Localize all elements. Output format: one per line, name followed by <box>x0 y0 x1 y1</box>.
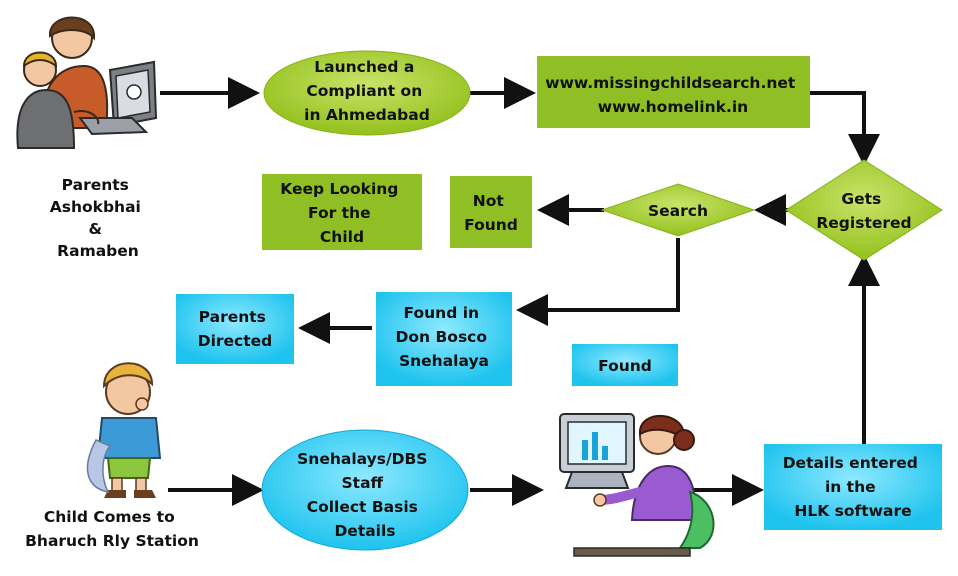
node-staff-line: Staff <box>342 474 384 492</box>
node-hlk: Details entered in the HLK software <box>764 444 942 530</box>
node-parents-directed: Parents Directed <box>176 294 294 364</box>
node-parents-directed-line: Directed <box>198 332 273 350</box>
svg-text:Parents Directed: Parents Directed <box>198 308 273 350</box>
node-hlk-line: Details entered <box>783 454 918 472</box>
svg-text:www.missingchildsearch.net: www.missingchildsearch.net www.homelink.… <box>545 74 800 116</box>
crying-child-icon <box>86 362 162 498</box>
woman-at-computer-icon <box>559 413 715 557</box>
node-search-line: Search <box>648 202 708 220</box>
arrow-websites-to-registered <box>810 91 880 166</box>
svg-text:Keep Looking For the: Keep Looking For the Child <box>280 180 404 246</box>
child-caption-line: Bharuch Rly Station <box>25 532 199 550</box>
node-not-found-line: Not <box>473 192 505 210</box>
node-websites-line: www.missingchildsearch.net <box>545 74 796 92</box>
svg-text:Found: Found <box>598 357 652 375</box>
node-complaint-line: Compliant on <box>306 82 422 100</box>
node-keep-looking: Keep Looking For the Child <box>262 174 422 250</box>
svg-text:Found in Don Bosco: Found in Don Bosco Snehalaya <box>396 304 493 370</box>
node-registered-line: Gets <box>841 190 881 208</box>
child-caption: Child Comes to Bharuch Rly Station <box>25 508 199 550</box>
parents-caption: Parents Ashokbhai & Ramaben <box>50 176 147 260</box>
node-staff: Snehalays/DBS Staff Collect Basis Detail… <box>261 429 469 551</box>
node-found-dbs-line: Found in <box>404 304 480 322</box>
node-keep-looking-line: Keep Looking <box>280 180 398 198</box>
svg-text:Not Found: Not Found <box>464 192 518 234</box>
parents-caption-line: Parents <box>62 176 129 194</box>
node-parents-directed-line: Parents <box>199 308 266 326</box>
node-websites: www.missingchildsearch.net www.homelink.… <box>537 56 810 128</box>
node-registered-line: Registered <box>816 214 911 232</box>
node-not-found: Not Found <box>450 176 532 248</box>
svg-text:Snehalays/DBS Staff: Snehalays/DBS Staff Collect Basis Detail… <box>297 450 433 540</box>
svg-text:Details entered in the: Details entered in the HLK software <box>783 454 924 520</box>
node-found-label-line: Found <box>598 357 652 375</box>
svg-text:Launched a Compliant on: Launched a Compliant on in Ahmedabad <box>304 58 430 124</box>
node-not-found-line: Found <box>464 216 518 234</box>
node-registered: Gets Registered <box>785 159 943 261</box>
connectors <box>160 77 880 506</box>
node-search: Search <box>600 183 756 237</box>
node-complaint: Launched a Compliant on in Ahmedabad <box>263 50 471 136</box>
node-found-dbs-line: Don Bosco <box>396 328 487 346</box>
svg-text:Search: Search <box>648 202 708 220</box>
node-found-dbs: Found in Don Bosco Snehalaya <box>376 292 512 386</box>
node-staff-line: Details <box>334 522 395 540</box>
node-keep-looking-line: Child <box>320 228 364 246</box>
parents-caption-line: Ashokbhai <box>50 198 141 216</box>
node-websites-line: www.homelink.in <box>598 98 748 116</box>
svg-text:Gets Registered: Gets Registered <box>816 190 911 232</box>
arrow-search-to-found <box>516 238 680 326</box>
node-complaint-line: Launched a <box>314 58 414 76</box>
parents-at-computer-icon <box>16 16 158 149</box>
parents-caption-line: Ramaben <box>57 242 139 260</box>
node-complaint-line: in Ahmedabad <box>304 106 430 124</box>
node-hlk-line: in the <box>825 478 876 496</box>
node-staff-line: Snehalays/DBS <box>297 450 427 468</box>
node-keep-looking-line: For the <box>308 204 371 222</box>
node-found-label: Found <box>572 344 678 386</box>
node-found-dbs-line: Snehalaya <box>399 352 489 370</box>
child-caption-line: Child Comes to <box>44 508 175 526</box>
parents-caption-line: & <box>89 220 103 238</box>
node-hlk-line: HLK software <box>794 502 911 520</box>
node-staff-line: Collect Basis <box>307 498 418 516</box>
